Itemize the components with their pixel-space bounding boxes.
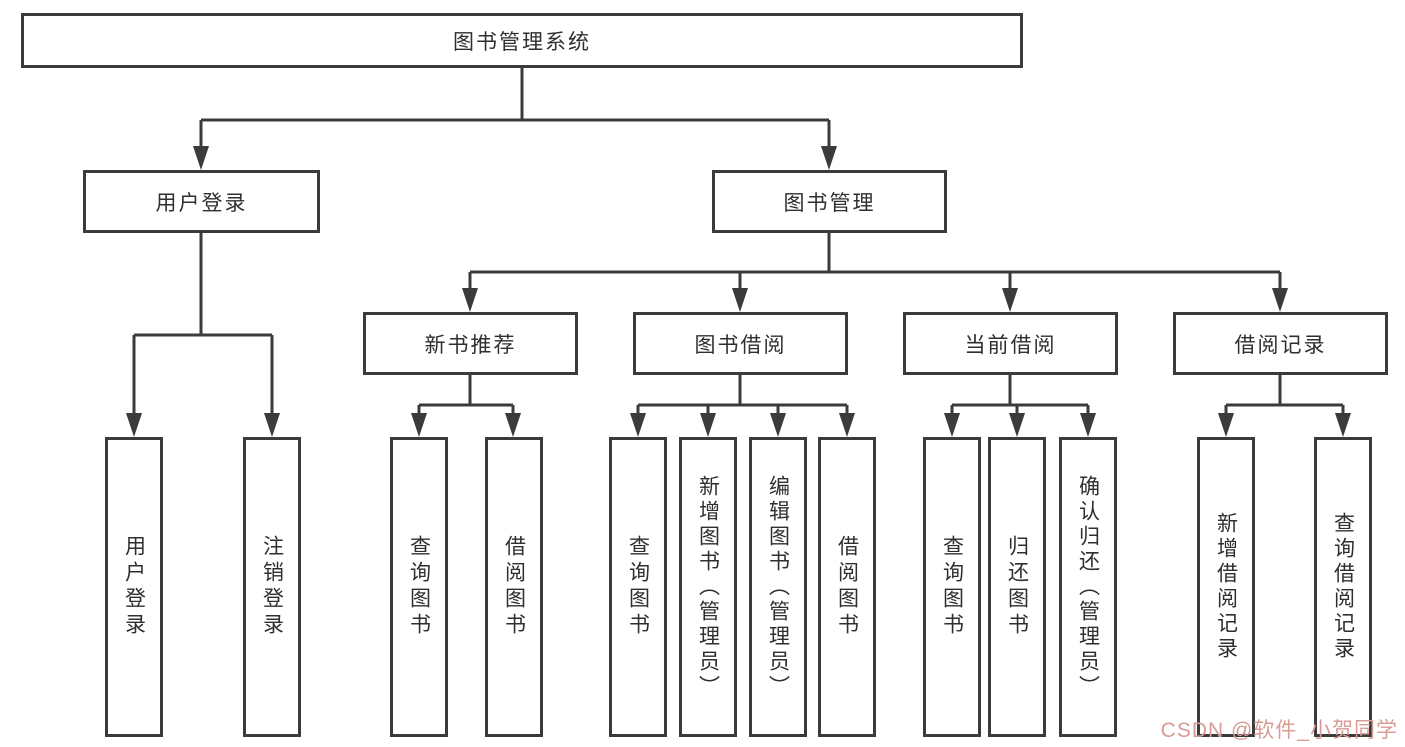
- node-label: 查询图书: [940, 535, 964, 639]
- node-book-management: 图书管理: [712, 170, 947, 233]
- node-borrowing-records: 借阅记录: [1173, 312, 1388, 375]
- csdn-watermark: CSDN @软件_小贺同学: [1160, 719, 1398, 742]
- node-label: 图书借阅: [694, 333, 787, 357]
- node-label: 借阅图书: [502, 535, 526, 639]
- node-label: 查询借阅记录: [1331, 512, 1355, 662]
- node-user-login: 用户登录: [83, 170, 320, 233]
- node-book-borrowing: 图书借阅: [633, 312, 848, 375]
- leaf-query-books: 查询图书: [923, 437, 981, 737]
- leaf-borrow-books: 借阅图书: [485, 437, 543, 737]
- leaf-query-borrow-record: 查询借阅记录: [1314, 437, 1372, 737]
- leaf-borrow-books: 借阅图书: [818, 437, 876, 737]
- node-label: 用户登录: [155, 191, 248, 215]
- leaf-user-login: 用户登录: [105, 437, 163, 737]
- node-current-borrowing: 当前借阅: [903, 312, 1118, 375]
- node-label: 借阅记录: [1234, 333, 1327, 357]
- leaf-confirm-return-admin: 确认归还（管理员）: [1059, 437, 1117, 737]
- node-label: 确认归还（管理员）: [1076, 474, 1100, 700]
- node-label: 新增图书（管理员）: [696, 474, 720, 700]
- node-label: 新增借阅记录: [1214, 512, 1238, 662]
- node-label: 注销登录: [260, 535, 284, 639]
- node-library-management-system: 图书管理系统: [21, 13, 1023, 68]
- leaf-add-books-admin: 新增图书（管理员）: [679, 437, 737, 737]
- leaf-return-books: 归还图书: [988, 437, 1046, 737]
- leaf-edit-books-admin: 编辑图书（管理员）: [749, 437, 807, 737]
- node-label: 编辑图书（管理员）: [766, 474, 790, 700]
- leaf-logout: 注销登录: [243, 437, 301, 737]
- arrowheads: [126, 146, 1351, 437]
- node-label: 图书管理: [783, 191, 876, 215]
- node-label: 用户登录: [122, 535, 146, 639]
- node-label: 查询图书: [626, 535, 650, 639]
- node-label: 图书管理系统: [453, 30, 591, 54]
- node-new-book-recommendation: 新书推荐: [363, 312, 578, 375]
- node-label: 新书推荐: [424, 333, 517, 357]
- node-label: 查询图书: [407, 535, 431, 639]
- leaf-add-borrow-record: 新增借阅记录: [1197, 437, 1255, 737]
- node-label: 当前借阅: [964, 333, 1057, 357]
- node-label: 借阅图书: [835, 535, 859, 639]
- leaf-query-books: 查询图书: [609, 437, 667, 737]
- leaf-query-books: 查询图书: [390, 437, 448, 737]
- node-label: 归还图书: [1005, 535, 1029, 639]
